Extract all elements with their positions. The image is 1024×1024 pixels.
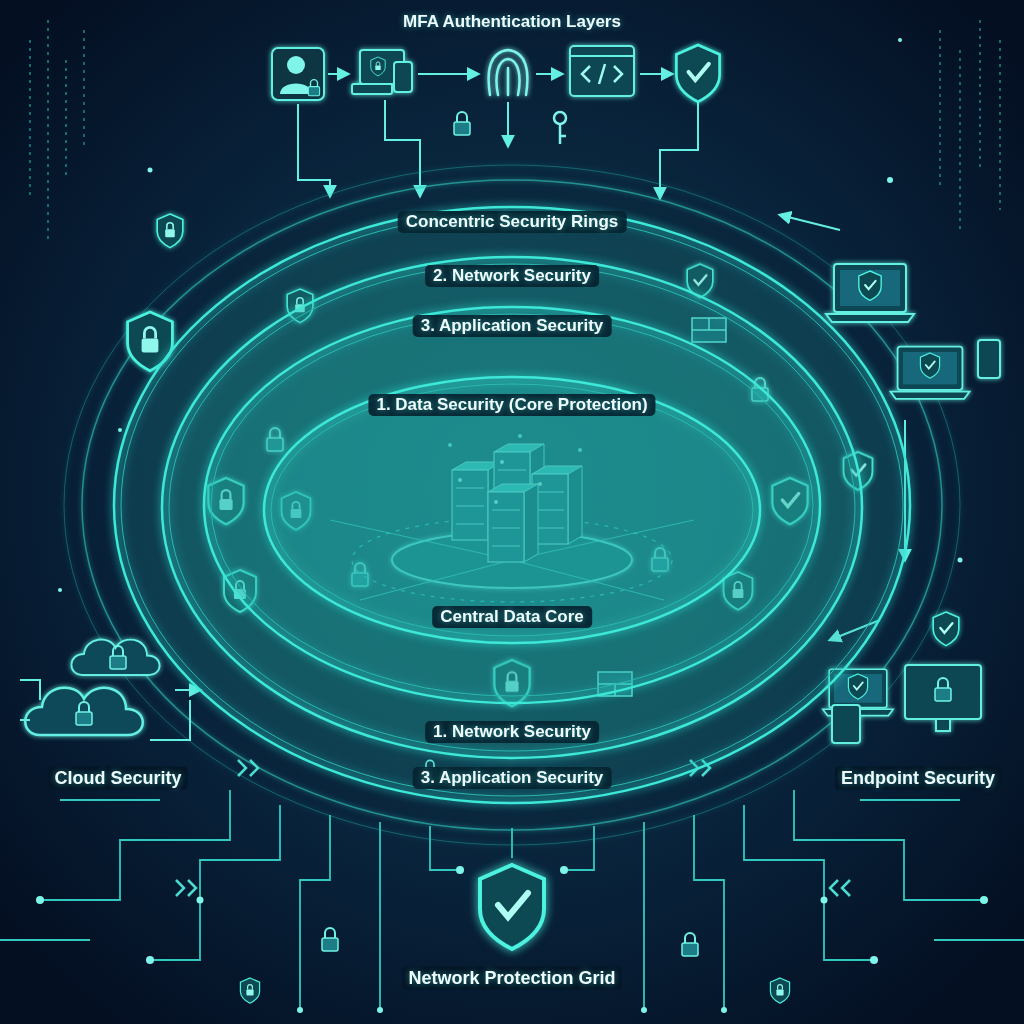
lock-icon <box>454 112 470 135</box>
key-icon <box>554 112 566 144</box>
section-label: Cloud Security <box>48 767 187 790</box>
section-label: Network Protection Grid <box>402 967 621 990</box>
cloud-wires <box>20 680 200 740</box>
diagram-title: MFA Authentication Layers <box>397 11 627 33</box>
cloud-icons <box>25 639 159 735</box>
security-ring: Concentric Security Rings 3. Application … <box>112 205 912 805</box>
ring-band <box>204 307 820 703</box>
ring-label: Central Data Core <box>432 606 592 628</box>
ring-band <box>264 377 760 643</box>
mfa-arrows <box>298 74 698 198</box>
ring-inner-line <box>271 384 753 636</box>
section-label: Endpoint Security <box>835 767 1001 790</box>
ring-label: 2. Network Security <box>425 265 599 287</box>
ring-band <box>114 207 910 803</box>
mfa-icons <box>272 45 720 102</box>
security-ring: 3. Application Security 1. Data Security … <box>202 305 822 705</box>
grid-shield <box>480 865 544 949</box>
outer-rings <box>64 165 960 845</box>
security-ring: 1. Data Security (Core Protection) Centra… <box>262 375 762 645</box>
ring-inner-line <box>169 264 855 751</box>
ring-label: 3. Application Security <box>413 315 612 337</box>
ring-inner-line <box>121 214 903 796</box>
ring-inner-line <box>211 314 813 696</box>
ring-label: 3. Application Security <box>413 767 612 789</box>
security-ring: 2. Network Security 1. Network Security 3.… <box>160 255 864 760</box>
ring-band <box>162 257 862 758</box>
circuit-nodes <box>36 866 988 1013</box>
circuit-traces <box>0 790 1024 1010</box>
ring-label: 1. Data Security (Core Protection) <box>368 394 655 416</box>
ring-label: 1. Network Security <box>425 721 599 743</box>
ring-label: Concentric Security Rings <box>398 211 627 233</box>
